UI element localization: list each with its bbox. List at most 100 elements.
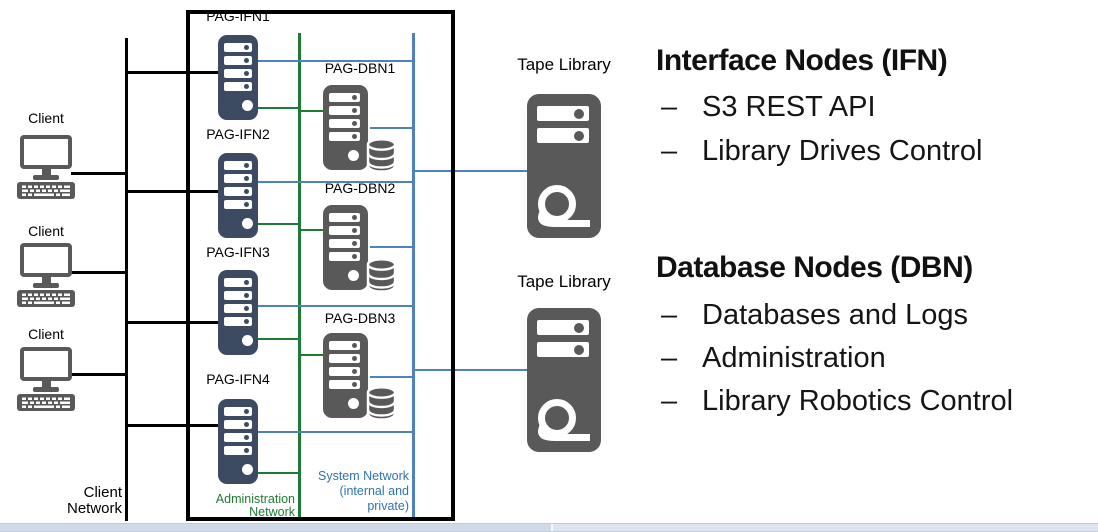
drive-slot: [224, 56, 252, 65]
drive-slot: [224, 317, 252, 326]
drive-slot: [329, 213, 360, 222]
connector-line: [298, 109, 325, 112]
horizontal-scrollbar[interactable]: [0, 523, 1098, 532]
dash-bullet: –: [661, 299, 678, 331]
monitor-stand: [41, 381, 51, 387]
client-network-line: [125, 38, 128, 521]
tape-library-icon: [527, 308, 601, 452]
connector-line: [258, 59, 415, 62]
power-dot: [242, 100, 253, 111]
connector-line: [125, 424, 220, 427]
drive-slot: [329, 226, 360, 235]
ifn-server-icon: [218, 153, 258, 238]
connector-line: [125, 71, 220, 74]
annotation-item-text: Library Drives Control: [702, 135, 983, 167]
tape-reel-icon: [538, 399, 590, 441]
drive-slot: [537, 106, 589, 121]
drive-slot: [224, 82, 252, 91]
connector-line: [71, 373, 127, 376]
client-network-label: Client Network: [66, 484, 122, 517]
annotation-item: – Library Robotics Control: [656, 385, 1013, 418]
drive-slot: [329, 380, 360, 389]
connector-line: [258, 337, 301, 340]
power-dot: [348, 398, 359, 409]
database-icon: [366, 137, 397, 173]
drive-slot: [537, 342, 589, 357]
drive-slot: [329, 93, 360, 102]
dash-bullet: –: [661, 91, 678, 123]
drive-slot: [329, 119, 360, 128]
system-network-line: [411, 33, 415, 518]
database-icon: [366, 385, 397, 421]
connector-line: [258, 180, 415, 183]
connector-line: [258, 222, 301, 225]
drive-slot: [224, 200, 252, 209]
drive-slot: [329, 354, 360, 363]
drive-slot: [224, 161, 252, 170]
connector-line: [125, 321, 220, 324]
tape-library-icon: [527, 94, 601, 238]
ifn-server-icon: [218, 270, 258, 355]
drive-slot: [329, 106, 360, 115]
client-label: Client: [28, 223, 64, 239]
connector-line: [71, 172, 127, 175]
connector-line: [413, 368, 528, 371]
drive-slot: [224, 433, 252, 442]
drive-slot: [329, 239, 360, 248]
monitor-stand: [41, 169, 51, 175]
connector-line: [298, 353, 325, 356]
annotation-heading-ifn: Interface Nodes (IFN): [656, 44, 948, 77]
power-dot: [242, 335, 253, 346]
drive-slot: [329, 252, 360, 261]
connector-line: [413, 169, 528, 172]
monitor-base: [33, 175, 59, 180]
client-label: Client: [28, 326, 64, 342]
connector-line: [71, 271, 127, 274]
connector-line: [258, 430, 415, 433]
dbn-server-icon: [323, 333, 368, 418]
annotation-item-text: Databases and Logs: [702, 299, 969, 331]
dbn-node-label: PAG-DBN2: [324, 180, 396, 196]
keyboard-icon: [17, 290, 75, 307]
ifn-node-label: PAG-IFN2: [206, 126, 270, 142]
keyboard-icon: [17, 394, 75, 411]
drive-slot: [224, 69, 252, 78]
drive-slot: [224, 187, 252, 196]
tape-reel-icon: [538, 185, 590, 227]
monitor-stand: [41, 277, 51, 283]
ifn-node-label: PAG-IFN3: [206, 244, 270, 260]
connector-line: [258, 304, 415, 307]
drive-slot: [224, 420, 252, 429]
system-network-label: System Network (internal and private): [318, 469, 409, 513]
drive-slot: [329, 367, 360, 376]
annotation-item-text: S3 REST API: [702, 91, 876, 123]
dash-bullet: –: [661, 135, 678, 167]
dbn-server-icon: [323, 205, 368, 290]
dash-bullet: –: [661, 385, 678, 417]
connector-line: [125, 190, 220, 193]
scrollbar-thumb[interactable]: [0, 524, 553, 531]
admin-network-line: [297, 33, 301, 519]
connector-line: [370, 375, 415, 378]
drive-slot: [537, 128, 589, 143]
drive-slot: [224, 43, 252, 52]
monitor-base: [33, 283, 59, 288]
ifn-server-icon: [218, 35, 258, 120]
drive-slot: [224, 407, 252, 416]
monitor-icon: [20, 347, 72, 381]
connector-line: [370, 126, 415, 129]
drive-slot: [224, 446, 252, 455]
ifn-server-icon: [218, 399, 258, 484]
monitor-base: [33, 387, 59, 392]
drive-slot: [224, 174, 252, 183]
client-label: Client: [28, 110, 64, 126]
drive-slot: [224, 278, 252, 287]
drive-slot: [224, 304, 252, 313]
connector-line: [258, 471, 301, 474]
keyboard-icon: [17, 182, 75, 199]
dbn-server-icon: [323, 85, 368, 170]
ifn-node-label: PAG-IFN4: [206, 371, 270, 387]
power-dot: [242, 218, 253, 229]
drive-slot: [537, 320, 589, 335]
